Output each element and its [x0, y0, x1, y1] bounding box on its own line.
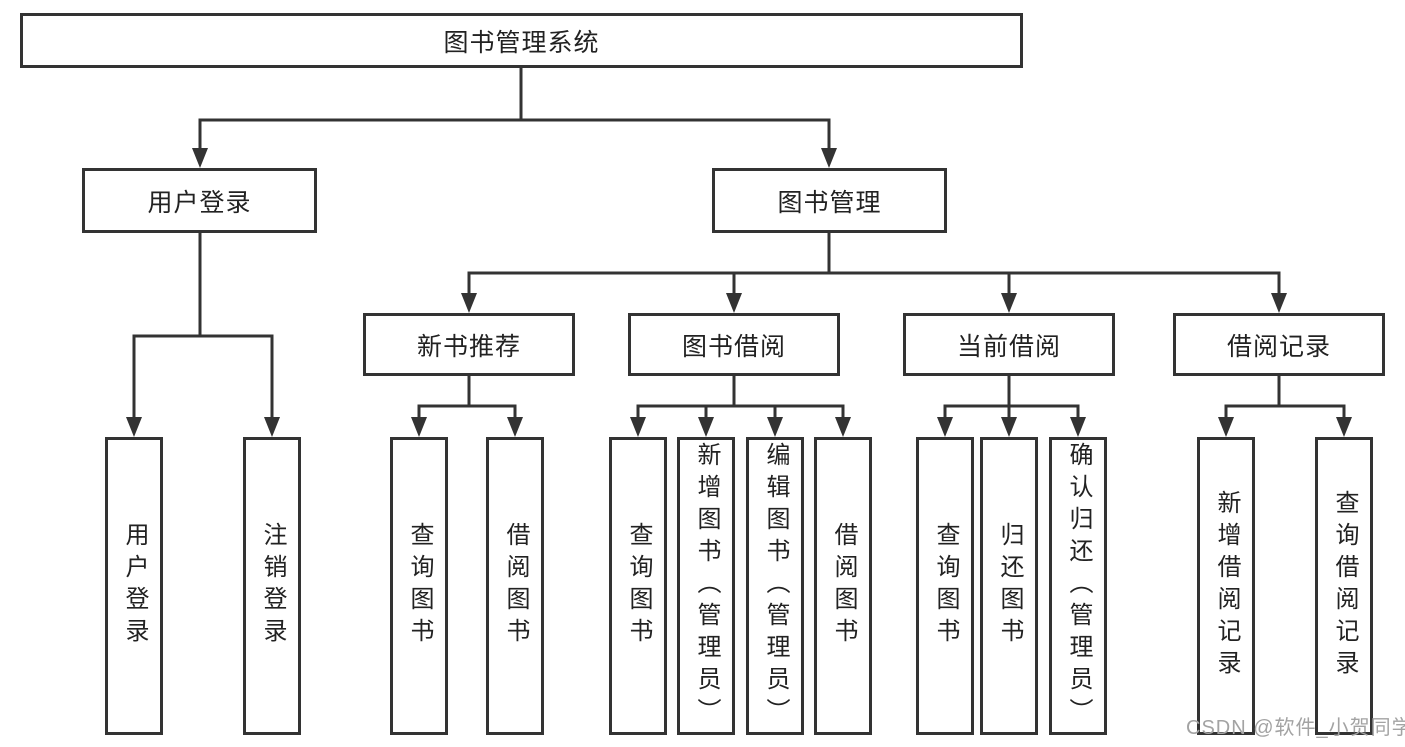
connector-bookmgmt-to-level3 — [467, 233, 1281, 297]
leaf-user-login-label: 用户登录 — [121, 522, 148, 650]
leaf-borrowing-query-books: 查询图书 — [609, 437, 667, 735]
connector-root-to-level2 — [198, 68, 831, 152]
connector-newbooks-to-leaves — [417, 376, 517, 421]
csdn-watermark: CSDN @软件_小贺同学 — [1186, 717, 1405, 739]
leaf-newbooks-borrow-books: 借阅图书 — [486, 437, 544, 735]
node-root: 图书管理系统 — [20, 13, 1023, 68]
connector-userlogin-to-leaves — [132, 233, 274, 421]
leaf-borrowing-borrow-books: 借阅图书 — [814, 437, 872, 735]
node-book-management: 图书管理 — [712, 168, 947, 233]
leaf-newbooks-query-books-label: 查询图书 — [406, 522, 433, 650]
leaf-current-query-books-label: 查询图书 — [932, 522, 959, 650]
leaf-borrowing-edit-books-admin: 编辑图书（管理员） — [746, 437, 804, 735]
leaf-borrowing-add-books-admin-label: 新增图书（管理员） — [693, 442, 720, 730]
leaf-logout-label: 注销登录 — [259, 522, 286, 650]
node-book-borrowing-label: 图书借阅 — [681, 332, 786, 361]
leaf-borrowing-borrow-books-label: 借阅图书 — [830, 522, 857, 650]
node-root-label: 图书管理系统 — [443, 28, 600, 57]
leaf-newbooks-borrow-books-label: 借阅图书 — [502, 522, 529, 650]
leaf-records-add-record: 新增借阅记录 — [1197, 437, 1255, 735]
connector-records-to-leaves — [1224, 376, 1346, 421]
node-book-borrowing: 图书借阅 — [628, 313, 840, 376]
leaf-current-confirm-return-admin-label: 确认归还（管理员） — [1065, 442, 1092, 730]
node-current-borrowing: 当前借阅 — [903, 313, 1115, 376]
leaf-records-query-record-label: 查询借阅记录 — [1331, 490, 1358, 682]
leaf-newbooks-query-books: 查询图书 — [390, 437, 448, 735]
connector-borrowing-to-leaves — [636, 376, 845, 421]
leaf-user-login: 用户登录 — [105, 437, 163, 735]
node-user-login-label: 用户登录 — [147, 188, 252, 217]
leaf-current-confirm-return-admin: 确认归还（管理员） — [1049, 437, 1107, 735]
node-user-login: 用户登录 — [82, 168, 317, 233]
leaf-records-query-record: 查询借阅记录 — [1315, 437, 1373, 735]
leaf-current-return-books: 归还图书 — [980, 437, 1038, 735]
node-new-book-recommend: 新书推荐 — [363, 313, 575, 376]
node-new-book-recommend-label: 新书推荐 — [416, 332, 521, 361]
node-borrowing-records-label: 借阅记录 — [1226, 332, 1331, 361]
leaf-current-query-books: 查询图书 — [916, 437, 974, 735]
leaf-borrowing-add-books-admin: 新增图书（管理员） — [677, 437, 735, 735]
leaf-logout: 注销登录 — [243, 437, 301, 735]
node-current-borrowing-label: 当前借阅 — [956, 332, 1061, 361]
leaf-borrowing-query-books-label: 查询图书 — [625, 522, 652, 650]
leaf-current-return-books-label: 归还图书 — [996, 522, 1023, 650]
arrowheads — [126, 148, 1352, 437]
leaf-records-add-record-label: 新增借阅记录 — [1213, 490, 1240, 682]
node-book-management-label: 图书管理 — [777, 188, 882, 217]
connector-current-to-leaves — [943, 376, 1080, 421]
node-borrowing-records: 借阅记录 — [1173, 313, 1385, 376]
leaf-borrowing-edit-books-admin-label: 编辑图书（管理员） — [762, 442, 789, 730]
